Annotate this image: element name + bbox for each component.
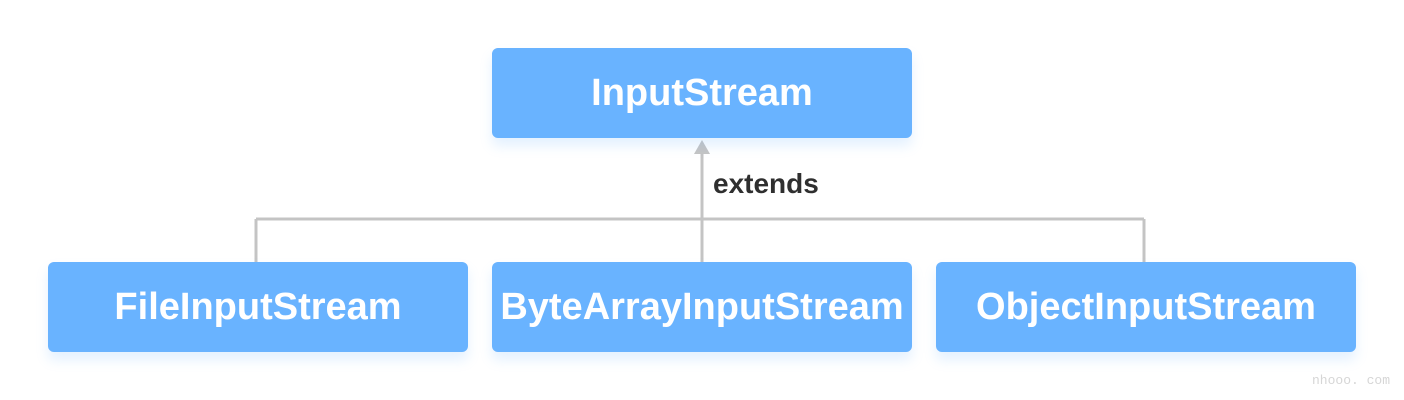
- fileinputstream-box: FileInputStream: [48, 262, 468, 352]
- watermark-text: nhooo. com: [1312, 373, 1391, 388]
- inheritance-arrowhead-icon: [694, 140, 710, 154]
- extends-label: extends: [713, 168, 819, 199]
- inputstream-box: InputStream: [492, 48, 912, 138]
- bytearrayinputstream-box: ByteArrayInputStream: [492, 262, 912, 352]
- objectinputstream-label: ObjectInputStream: [976, 286, 1316, 328]
- bytearrayinputstream-label: ByteArrayInputStream: [500, 286, 904, 328]
- objectinputstream-box: ObjectInputStream: [936, 262, 1356, 352]
- inputstream-label: InputStream: [591, 72, 813, 114]
- fileinputstream-label: FileInputStream: [114, 286, 402, 328]
